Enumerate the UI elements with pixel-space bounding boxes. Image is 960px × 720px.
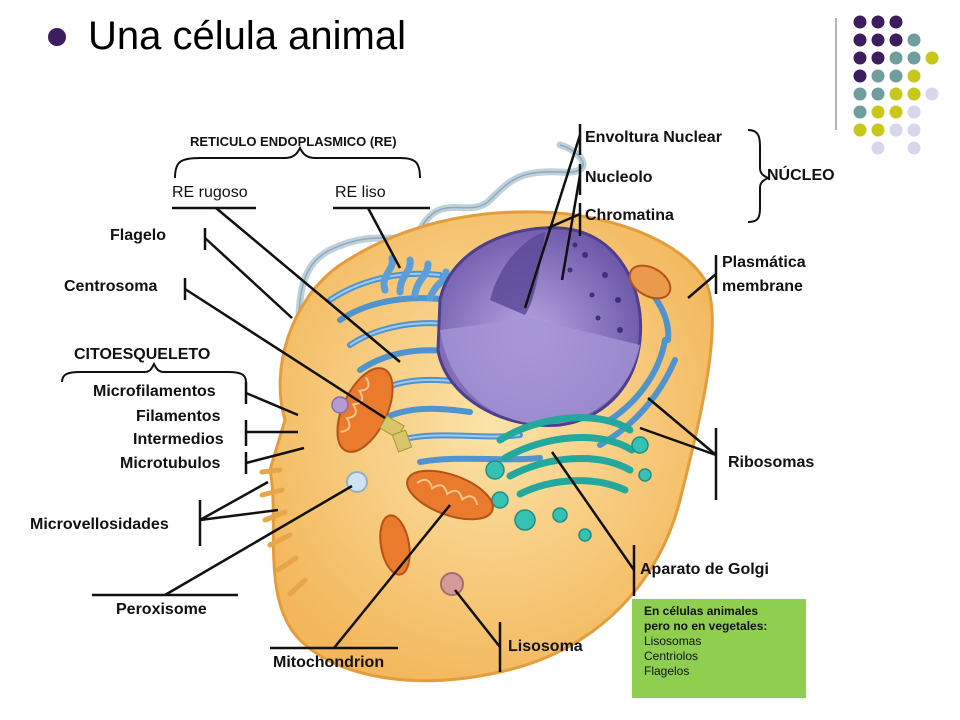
label-plasmatica: Plasmática [722, 254, 806, 271]
decorative-dot [853, 51, 867, 65]
decorative-dot [871, 123, 885, 137]
decorative-dot [871, 15, 885, 29]
note-heading-2: pero no en vegetales: [644, 619, 768, 633]
leader-lines [61, 124, 771, 672]
decorative-dot [853, 15, 867, 29]
decorative-dot [871, 69, 885, 83]
decorative-dot [907, 123, 921, 137]
label-centrosoma: Centrosoma [64, 278, 158, 295]
label-microfilamentos: Microfilamentos [93, 383, 216, 400]
decorative-dot [871, 141, 885, 155]
decorative-dot [853, 123, 867, 137]
decorative-dots [835, 15, 939, 155]
decorative-dot [907, 51, 921, 65]
title-bullet [48, 27, 66, 46]
decorative-dot [889, 51, 903, 65]
title-block: Una célula animal [48, 14, 406, 59]
note-item: Centriolos [644, 649, 699, 663]
decorative-dot [871, 33, 885, 47]
note-item: Lisosomas [644, 634, 702, 648]
label-ribosomas: Ribosomas [728, 454, 815, 471]
label-peroxisome: Peroxisome [116, 601, 207, 618]
label-citoesqueleto: CITOESQUELETO [74, 346, 211, 363]
decorative-dot [853, 87, 867, 101]
label-golgi: Aparato de Golgi [640, 561, 769, 578]
nucleus-shape [436, 226, 643, 427]
decorative-dot [907, 105, 921, 119]
label-intermedios: Intermedios [133, 431, 224, 448]
note-item: Flagelos [644, 664, 690, 678]
label-chromatina: Chromatina [585, 207, 674, 224]
label-lisosoma: Lisosoma [508, 638, 583, 655]
note-box: En células animales pero no en vegetales… [632, 599, 806, 698]
label-flagelo: Flagelo [110, 227, 167, 244]
label-re-group: RETICULO ENDOPLASMICO (RE) [190, 134, 397, 149]
label-membrane: membrane [722, 278, 803, 295]
decorative-dot [853, 69, 867, 83]
decorative-dot [907, 87, 921, 101]
label-filamentos: Filamentos [136, 408, 221, 425]
decorative-dot [925, 87, 939, 101]
decorative-dot [889, 15, 903, 29]
label-nucleo: NÚCLEO [767, 167, 835, 184]
decorative-dot [889, 69, 903, 83]
decorative-dot [889, 105, 903, 119]
decorative-dot [907, 141, 921, 155]
label-microtubulos: Microtubulos [120, 455, 221, 472]
decorative-dot [871, 51, 885, 65]
label-microvellosidades: Microvellosidades [30, 516, 169, 533]
smooth-er-shape [380, 254, 450, 302]
decorative-dot [907, 33, 921, 47]
microvilli-shape [259, 467, 308, 597]
note-heading-1: En células animales [644, 604, 759, 618]
label-envoltura-nuclear: Envoltura Nuclear [585, 129, 722, 146]
label-mitochondrion: Mitochondrion [273, 654, 385, 671]
decorative-dot [889, 123, 903, 137]
mitochondria-shape [336, 264, 672, 576]
slide-title: Una célula animal [88, 14, 406, 58]
decorative-dot [889, 87, 903, 101]
label-re-rugoso: RE rugoso [172, 184, 248, 201]
decorative-dot [853, 33, 867, 47]
decorative-dot [871, 105, 885, 119]
decorative-dot [925, 51, 939, 65]
organelles-misc [331, 396, 464, 596]
decorative-dot [889, 33, 903, 47]
decorative-dot [853, 105, 867, 119]
label-re-liso: RE liso [335, 184, 386, 201]
decorative-dot [907, 69, 921, 83]
golgi-shape [496, 414, 636, 498]
decorative-dot [871, 87, 885, 101]
label-nucleolo: Nucleolo [585, 169, 653, 186]
